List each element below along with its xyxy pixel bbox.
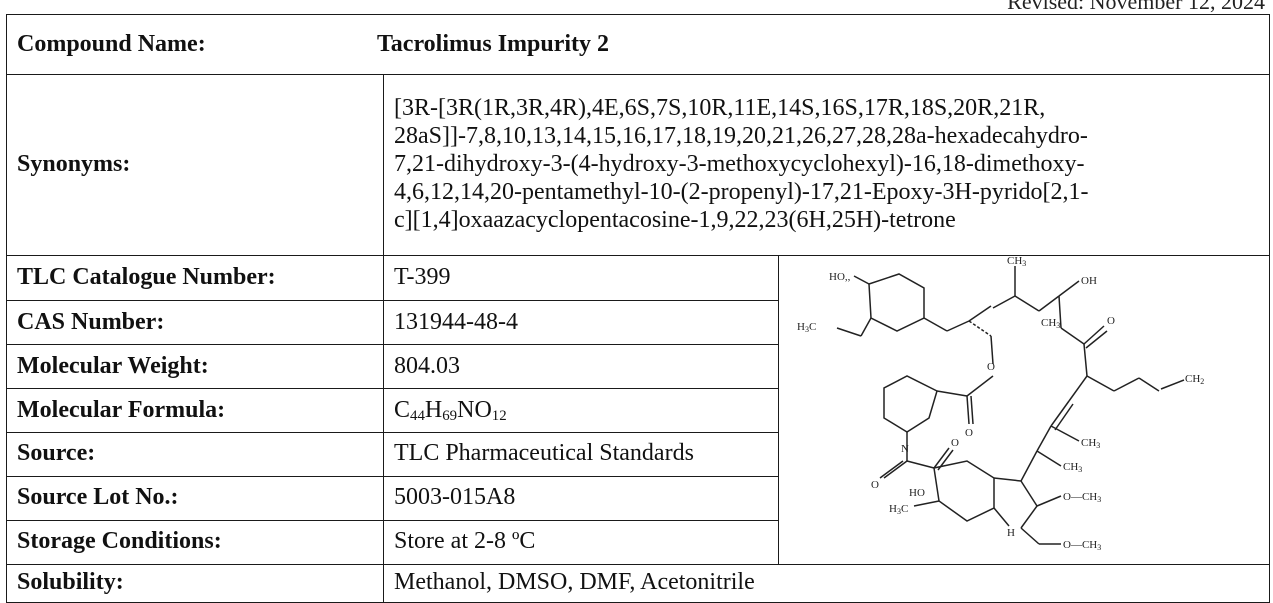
row-storage-conditions: Storage Conditions: Store at 2-8 ºC (6, 519, 1270, 565)
cas-number-label: CAS Number: (6, 300, 384, 346)
source-lot-label: Source Lot No.: (6, 475, 384, 521)
row-molecular-weight: Molecular Weight: 804.03 (6, 344, 1270, 389)
source-value: TLC Pharmaceutical Standards (383, 431, 779, 477)
row-cas-number: CAS Number: 131944-48-4 (6, 300, 1270, 346)
storage-conditions-label: Storage Conditions: (6, 519, 384, 565)
struct-label-och3: O—CH3 (1063, 539, 1101, 552)
tlc-catalogue-value: T-399 (383, 254, 779, 302)
struct-label-n: N (901, 443, 909, 455)
molecular-weight-label: Molecular Weight: (6, 344, 384, 389)
molecular-weight-value: 804.03 (383, 344, 779, 389)
struct-label-ch3: CH3 (1081, 437, 1100, 450)
solubility-label: Solubility: (6, 563, 384, 603)
synonym-line: 28aS]]-7,8,10,13,14,15,16,17,18,19,20,21… (394, 123, 1088, 150)
struct-label-ch2: CH2 (1185, 373, 1204, 386)
struct-label-ch3: CH3 (1041, 317, 1060, 330)
compound-name-value: Tacrolimus Impurity 2 (377, 30, 610, 57)
struct-label-ch3: CH3 (1007, 256, 1026, 268)
struct-label-h3c: H3C (889, 503, 908, 516)
source-lot-value: 5003-015A8 (383, 475, 779, 521)
row-compound-name: Compound Name: Tacrolimus Impurity 2 (6, 14, 1270, 75)
row-source-lot: Source Lot No.: 5003-015A8 (6, 475, 1270, 521)
synonyms-label: Synonyms: (6, 74, 384, 256)
struct-label-o: O (871, 479, 879, 491)
struct-label-oh: OH (1081, 275, 1097, 287)
compound-spec-table: Compound Name: Tacrolimus Impurity 2 Syno… (6, 14, 1270, 603)
row-source: Source: TLC Pharmaceutical Standards (6, 431, 1270, 477)
row-solubility: Solubility: Methanol, DMSO, DMF, Acetoni… (6, 563, 1270, 603)
solubility-value: Methanol, DMSO, DMF, Acetonitrile (383, 563, 1270, 603)
struct-label-ch3: CH3 (1063, 461, 1082, 474)
struct-label-ho: HO (909, 487, 925, 499)
row-tlc-catalogue: TLC Catalogue Number: T-399 (6, 254, 1270, 565)
compound-name-cell: Compound Name: Tacrolimus Impurity 2 (6, 14, 1270, 75)
struct-label-o: O (1107, 315, 1115, 327)
revision-date: Revised: November 12, 2024 (1007, 0, 1265, 14)
structure-cell: HO,, OH CH3 H3C CH3 O CH2 CH3 CH3 O O N … (778, 255, 1270, 565)
synonym-line: 7,21-dihydroxy-3-(4-hydroxy-3-methoxycyc… (394, 151, 1085, 178)
row-molecular-formula: Molecular Formula: C44H69NO12 (6, 387, 1270, 433)
struct-label-o: O (987, 361, 995, 373)
row-synonyms: Synonyms: [3R-[3R(1R,3R,4R),4E,6S,7S,10R… (6, 74, 1270, 256)
synonym-line: c][1,4]oxaazacyclopentacosine-1,9,22,23(… (394, 206, 956, 233)
struct-label-h: H (1007, 527, 1015, 539)
compound-name-label: Compound Name: (17, 30, 206, 57)
chemical-structure-image: HO,, OH CH3 H3C CH3 O CH2 CH3 CH3 O O N … (797, 255, 1204, 552)
struct-label-o: O (965, 427, 973, 439)
struct-label-h3c: H3C (797, 321, 816, 334)
struct-label-ho: HO,, (829, 271, 851, 283)
molecular-formula-label: Molecular Formula: (6, 387, 384, 433)
synonym-line: [3R-[3R(1R,3R,4R),4E,6S,7S,10R,11E,14S,1… (394, 95, 1046, 122)
synonyms-value: [3R-[3R(1R,3R,4R),4E,6S,7S,10R,11E,14S,1… (383, 74, 1270, 256)
synonym-line: 4,6,12,14,20-pentamethyl-10-(2-propenyl)… (394, 178, 1089, 205)
storage-conditions-value: Store at 2-8 ºC (383, 519, 779, 565)
struct-label-o: O (951, 437, 959, 449)
molecular-formula-value: C44H69NO12 (383, 387, 779, 433)
tlc-catalogue-label: TLC Catalogue Number: (6, 254, 384, 302)
struct-label-och3: O—CH3 (1063, 491, 1101, 504)
cas-number-value: 131944-48-4 (383, 300, 779, 346)
source-label: Source: (6, 431, 384, 477)
